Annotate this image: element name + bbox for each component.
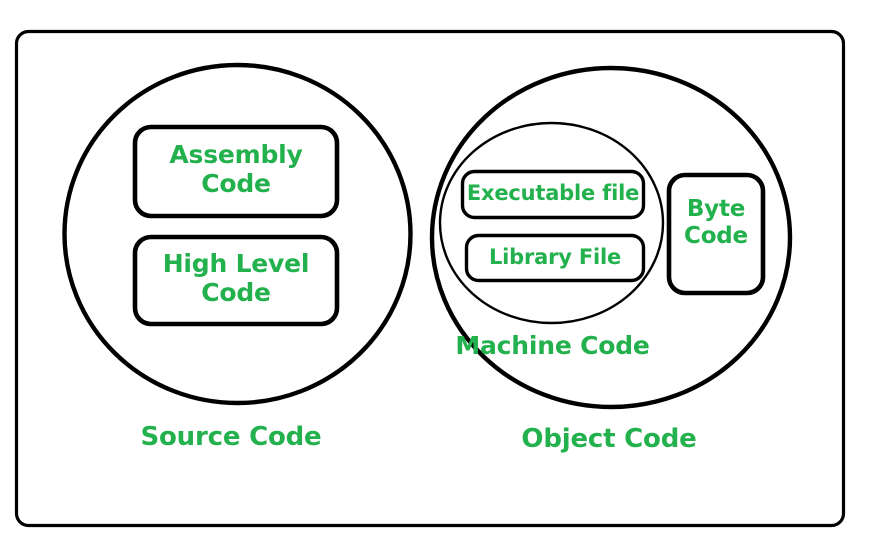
source-code-set-circle[interactable]	[62, 62, 413, 406]
executable-file-label[interactable]: Executable file	[466, 181, 640, 205]
byte-code-box[interactable]	[666, 172, 766, 296]
machine-code-subset-circle[interactable]	[438, 121, 665, 325]
assembly-code-box[interactable]	[132, 124, 340, 219]
object-code-set-circle[interactable]	[429, 65, 793, 410]
library-file-label[interactable]: Library File	[488, 245, 622, 269]
assembly-code-label[interactable]: Assembly Code	[169, 140, 303, 198]
library-file-box[interactable]	[464, 233, 646, 283]
high-level-code-box[interactable]	[132, 234, 340, 327]
byte-code-label[interactable]: Byte Code	[684, 196, 748, 249]
executable-file-box[interactable]	[460, 169, 646, 220]
high-level-code-label[interactable]: High Level Code	[162, 249, 310, 307]
outer-frame	[14, 29, 846, 528]
